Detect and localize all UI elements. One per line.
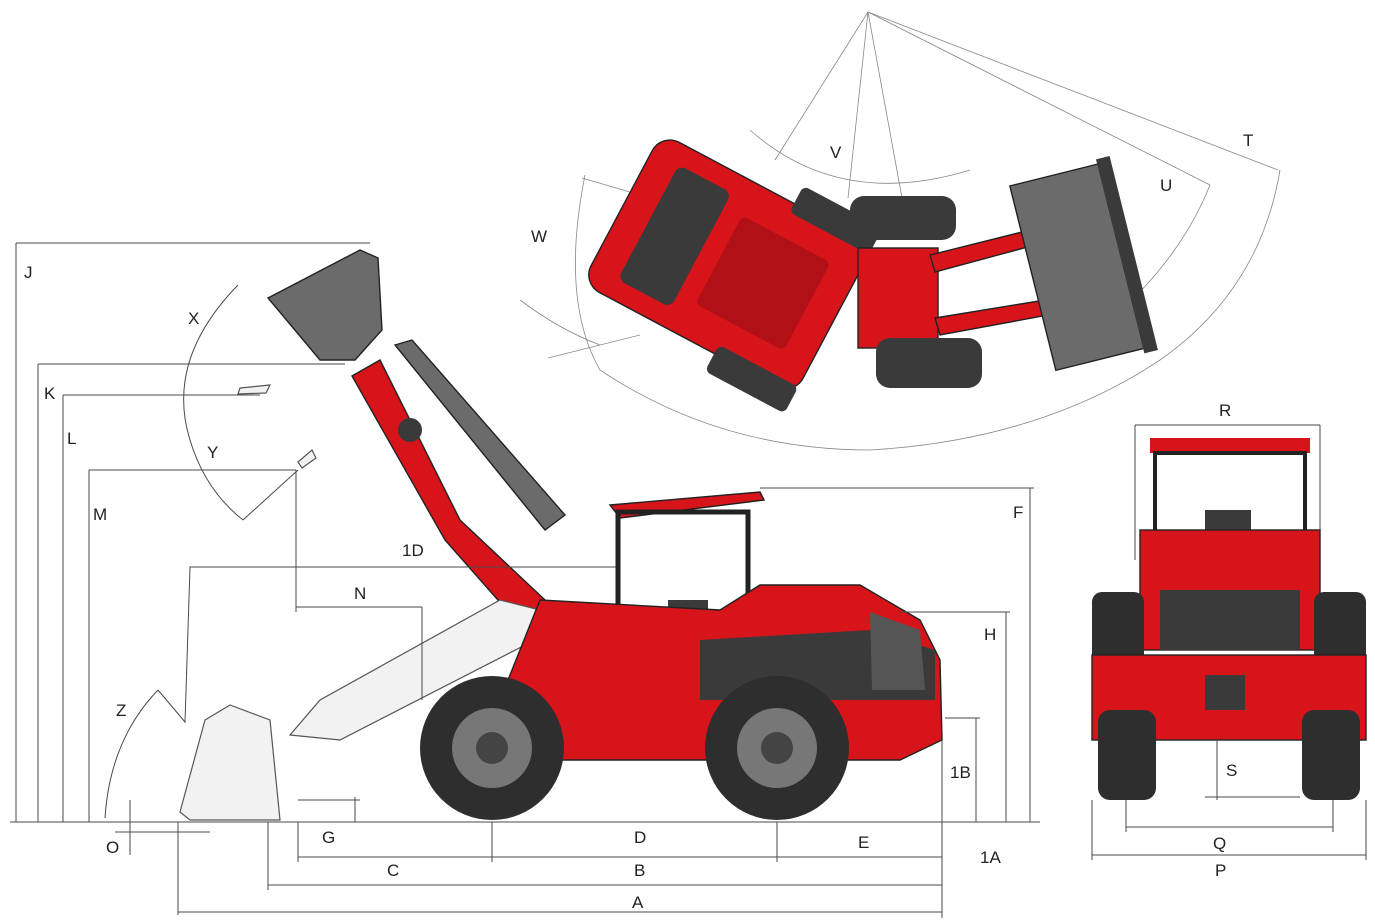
label-M: M — [93, 505, 107, 524]
label-X: X — [188, 309, 199, 328]
rollback-angle-arc — [104, 689, 159, 819]
label-U: U — [1160, 176, 1172, 195]
label-O: O — [106, 838, 119, 857]
label-Y: Y — [207, 443, 218, 462]
label-G: G — [322, 828, 335, 847]
label-C: C — [387, 861, 399, 880]
front-wheel — [420, 676, 564, 820]
label-Z: Z — [116, 701, 126, 720]
label-Q: Q — [1213, 834, 1226, 853]
label-1D: 1D — [402, 541, 424, 560]
label-T: T — [1243, 131, 1253, 150]
top-view-bucket — [1009, 155, 1158, 372]
top-view-front-wheel-right — [876, 338, 982, 388]
top-view: V T U W — [519, 11, 1281, 451]
label-1B: 1B — [950, 763, 971, 782]
label-P: P — [1215, 861, 1226, 880]
turning-arc-outer — [575, 169, 1281, 451]
label-K: K — [44, 384, 56, 403]
top-view-front-frame — [857, 247, 939, 349]
label-E: E — [858, 833, 869, 852]
label-B: B — [634, 861, 645, 880]
lowered-bucket — [179, 704, 281, 821]
top-view-front-wheel-left — [850, 196, 956, 240]
front-tire-left — [1098, 710, 1156, 800]
front-roof — [1150, 438, 1310, 453]
label-V: V — [830, 143, 842, 162]
rear-wheel — [705, 676, 849, 820]
label-S: S — [1226, 761, 1237, 780]
dump-angle-arc — [183, 284, 244, 521]
label-N: N — [354, 584, 366, 603]
front-view: R S Q P — [1091, 401, 1367, 880]
label-1A: 1A — [980, 848, 1001, 867]
side-view: J K L M X Y Z 1D N — [10, 242, 1040, 918]
raised-bucket — [266, 249, 383, 361]
label-W: W — [531, 227, 547, 246]
turning-arc-inner — [749, 129, 971, 184]
turning-arc-w — [519, 299, 601, 346]
label-H: H — [984, 625, 996, 644]
label-J: J — [24, 263, 33, 282]
label-D: D — [634, 828, 646, 847]
label-R: R — [1219, 401, 1231, 420]
raised-tilt-link — [393, 339, 567, 531]
label-A: A — [632, 893, 644, 912]
top-view-body — [588, 139, 881, 412]
label-L: L — [67, 429, 76, 448]
front-tire-right — [1302, 710, 1360, 800]
label-F: F — [1013, 503, 1023, 522]
